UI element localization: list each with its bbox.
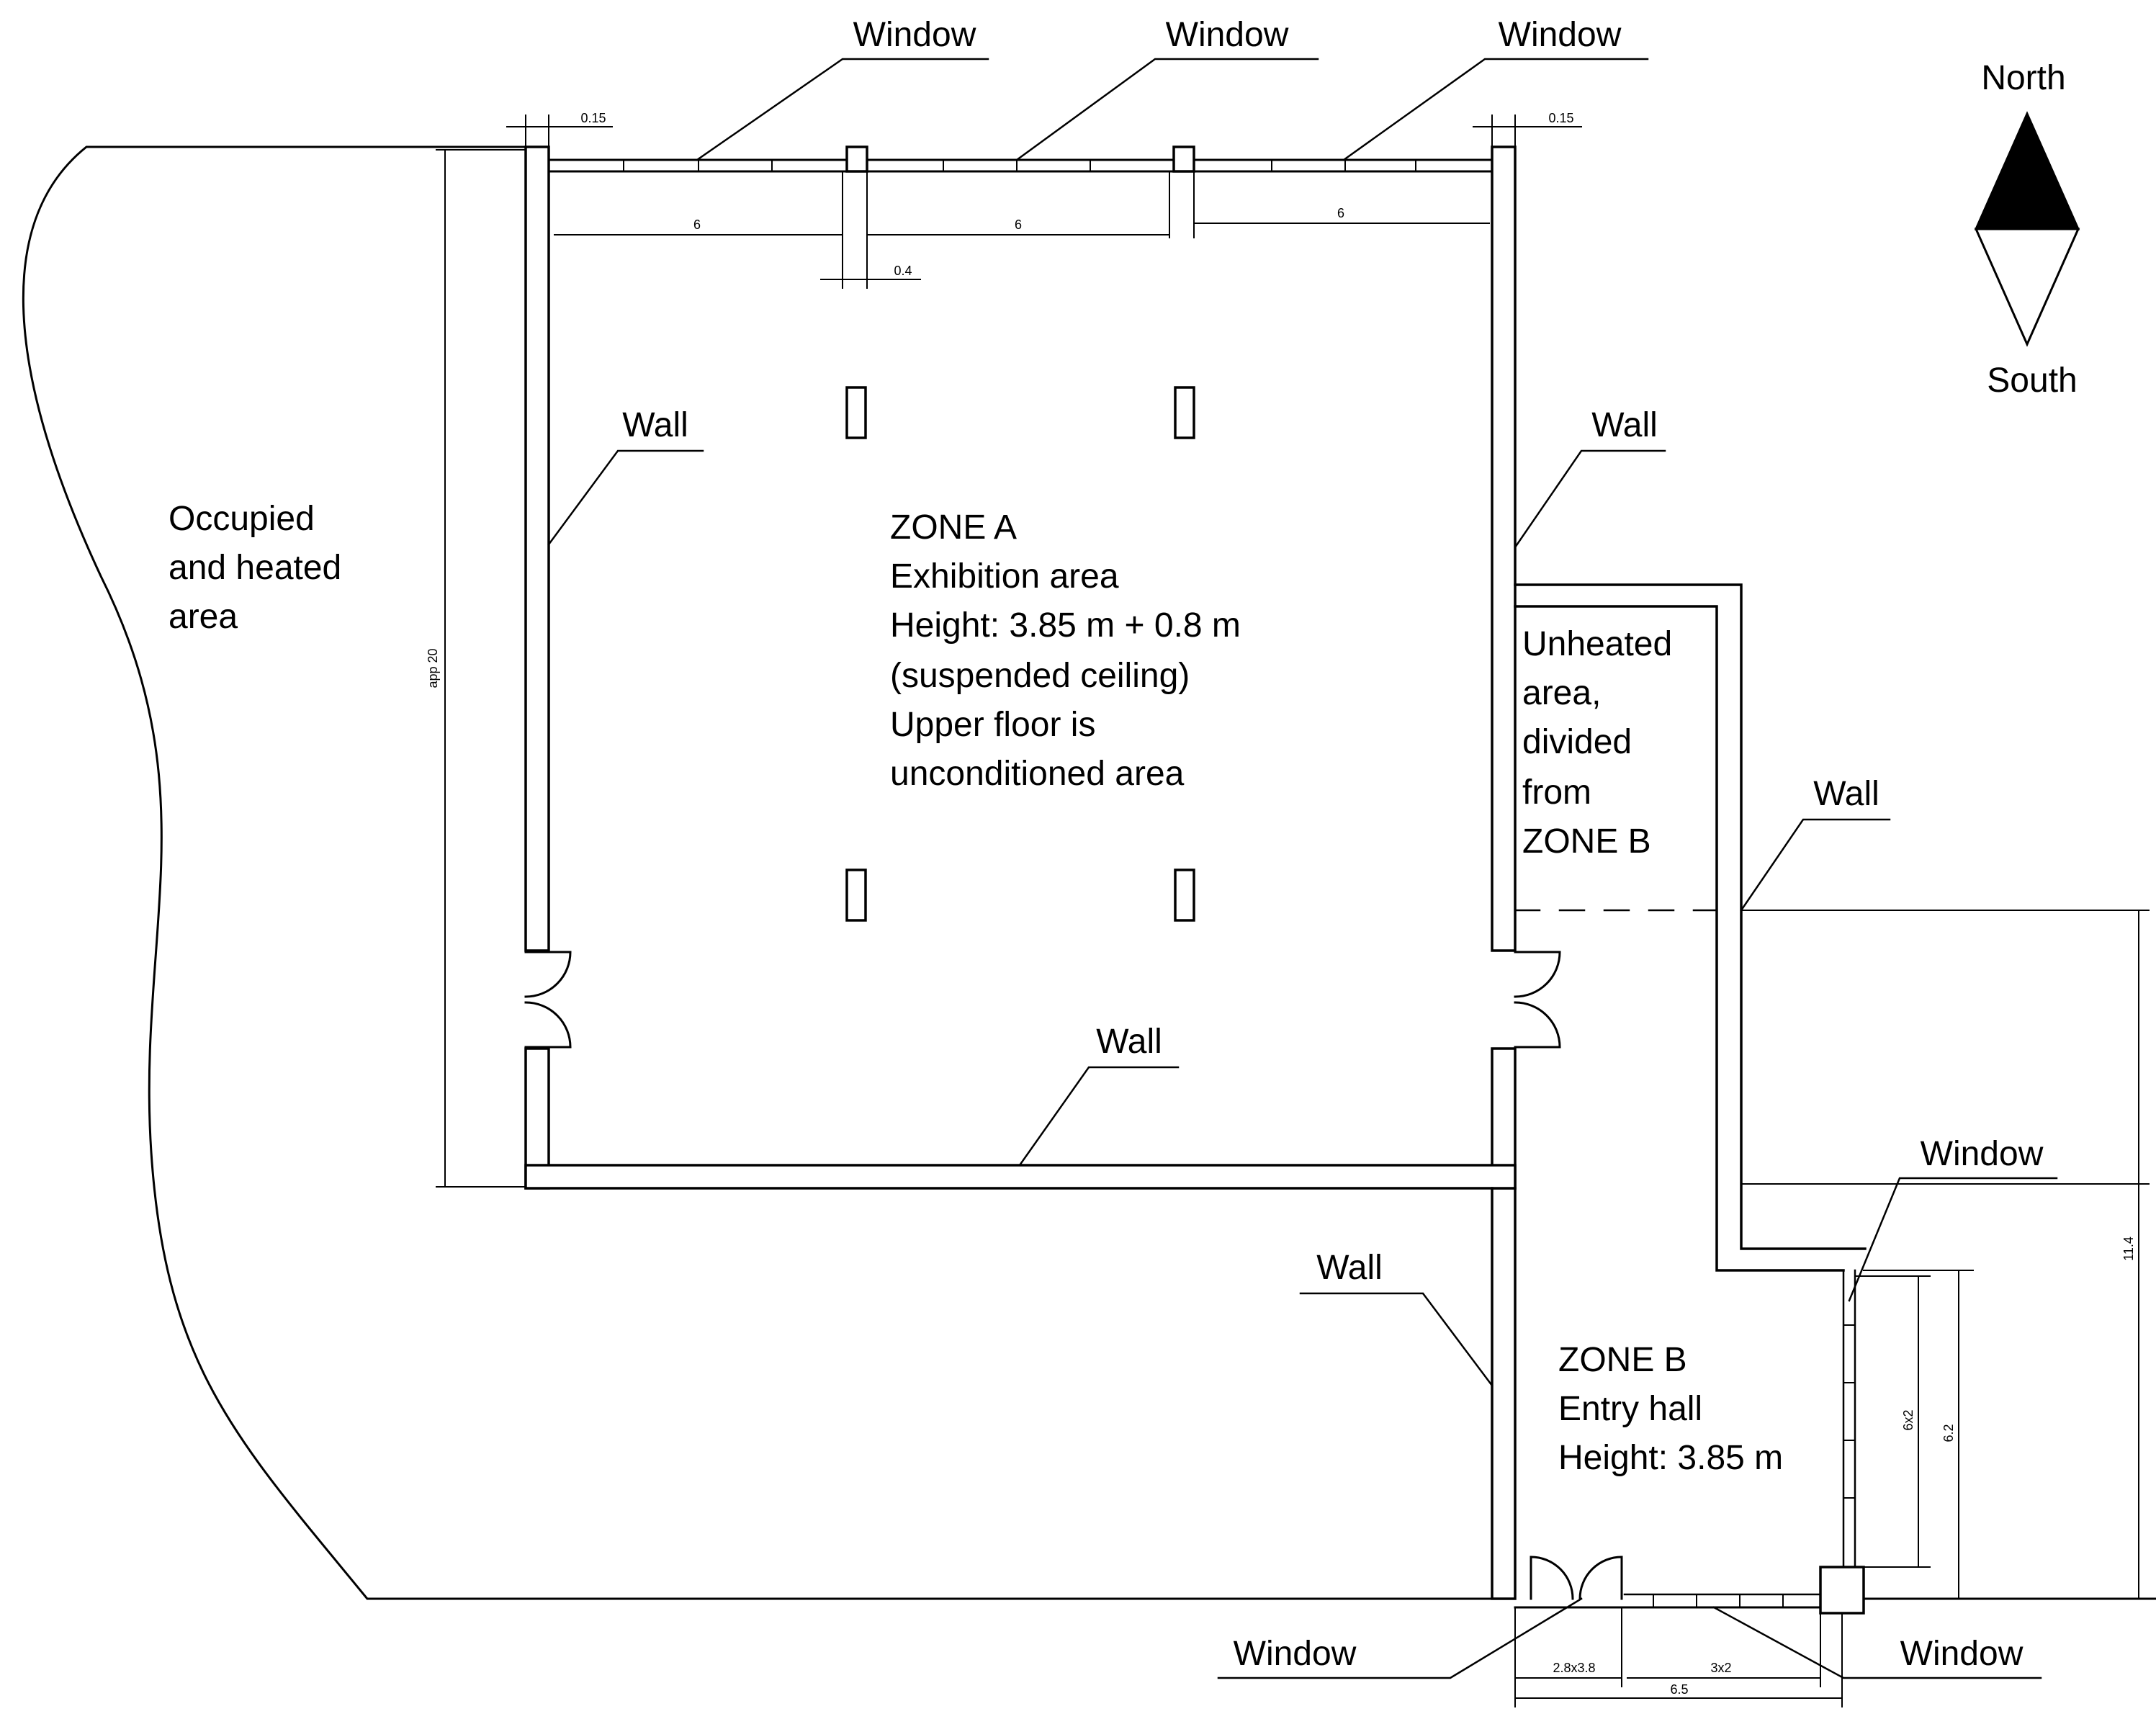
window-label: Window bbox=[1921, 1135, 2044, 1173]
zone-a-walls bbox=[524, 145, 1517, 1190]
zone-a-description: ZONE A Exhibition area Height: 3.85 m + … bbox=[890, 508, 1241, 793]
wall-label: Wall bbox=[1591, 406, 1658, 444]
zone-a-title: ZONE A bbox=[890, 508, 1017, 547]
unheated-text-line: divided bbox=[1522, 723, 1632, 761]
leader-lines bbox=[547, 58, 2058, 1679]
area-text-line: Occupied bbox=[169, 500, 315, 538]
occupied-area-text: Occupied and heated area bbox=[169, 500, 341, 636]
dimension-label: 6.2 bbox=[1941, 1424, 1956, 1442]
window-label: Window bbox=[1499, 16, 1622, 54]
north-arrow-icon bbox=[1974, 111, 2080, 230]
wall-label: Wall bbox=[1096, 1023, 1162, 1061]
window-label: Window bbox=[853, 16, 976, 54]
dimension-label: 0.15 bbox=[1548, 111, 1573, 125]
south-label: South bbox=[1987, 362, 2077, 400]
dimension-label: 0.4 bbox=[894, 264, 912, 278]
window-label: Window bbox=[1234, 1635, 1357, 1673]
zone-b-description: ZONE B Entry hall Height: 3.85 m bbox=[1558, 1341, 1783, 1477]
occupied-area-boundary bbox=[22, 145, 1499, 1600]
zone-a-columns bbox=[845, 386, 1195, 922]
dimensions-south: 2.8x3.8 3x2 6.5 bbox=[1514, 1607, 1843, 1707]
unheated-text-line: from bbox=[1522, 773, 1591, 812]
south-arrow-icon bbox=[1974, 228, 2080, 347]
zone-b-title: ZONE B bbox=[1558, 1341, 1687, 1379]
dimension-label: 11.4 bbox=[2121, 1236, 2136, 1261]
dimension-app-20: app 20 bbox=[426, 149, 526, 1188]
area-text-line: and heated bbox=[169, 549, 341, 587]
dimension-label: 6.5 bbox=[1670, 1682, 1688, 1697]
wall-label: Wall bbox=[1316, 1249, 1383, 1287]
area-text-line: area bbox=[169, 598, 238, 636]
zone-b-walls bbox=[1491, 583, 2156, 1615]
wall-label: Wall bbox=[1813, 775, 1879, 813]
zone-a-text-line: (suspended ceiling) bbox=[890, 657, 1190, 695]
window-label: Window bbox=[1900, 1635, 2024, 1673]
unheated-text-line: ZONE B bbox=[1522, 822, 1651, 861]
west-door bbox=[524, 951, 572, 1049]
zone-a-text-line: Upper floor is bbox=[890, 706, 1095, 744]
dimension-label: 6 bbox=[1337, 206, 1344, 220]
unheated-text-line: area, bbox=[1522, 674, 1601, 712]
dimension-label: 2.8x3.8 bbox=[1553, 1661, 1595, 1675]
dimension-label: 6 bbox=[1015, 217, 1022, 232]
dimensions-north: 0.15 0.15 6 6 6 0.4 bbox=[506, 111, 1582, 289]
compass-rose: North South bbox=[1974, 59, 2080, 400]
zone-a-text-line: unconditioned area bbox=[890, 755, 1185, 793]
unheated-text-line: Unheated bbox=[1522, 625, 1672, 663]
north-label: North bbox=[1981, 59, 2065, 97]
unheated-area-description: Unheated area, divided from ZONE B bbox=[1522, 625, 1672, 861]
zone-a-text-line: Height: 3.85 m + 0.8 m bbox=[890, 606, 1241, 645]
wall-label: Wall bbox=[622, 406, 688, 444]
dimension-11-4: 11.4 bbox=[1740, 910, 2150, 1599]
dimension-east-window: 6x2 6.2 bbox=[1854, 1270, 1974, 1599]
dimension-label: app 20 bbox=[426, 648, 440, 688]
zone-b-text-line: Entry hall bbox=[1558, 1390, 1702, 1428]
dimension-label: 3x2 bbox=[1710, 1661, 1731, 1675]
dimension-label: 0.15 bbox=[580, 111, 606, 125]
dimension-label: 6x2 bbox=[1901, 1409, 1915, 1430]
north-window-mullions bbox=[623, 159, 1416, 172]
window-label: Window bbox=[1166, 16, 1289, 54]
east-door bbox=[1514, 951, 1561, 1049]
zone-a-text-line: Exhibition area bbox=[890, 557, 1119, 596]
dimension-label: 6 bbox=[693, 217, 701, 232]
zone-b-text-line: Height: 3.85 m bbox=[1558, 1439, 1783, 1477]
